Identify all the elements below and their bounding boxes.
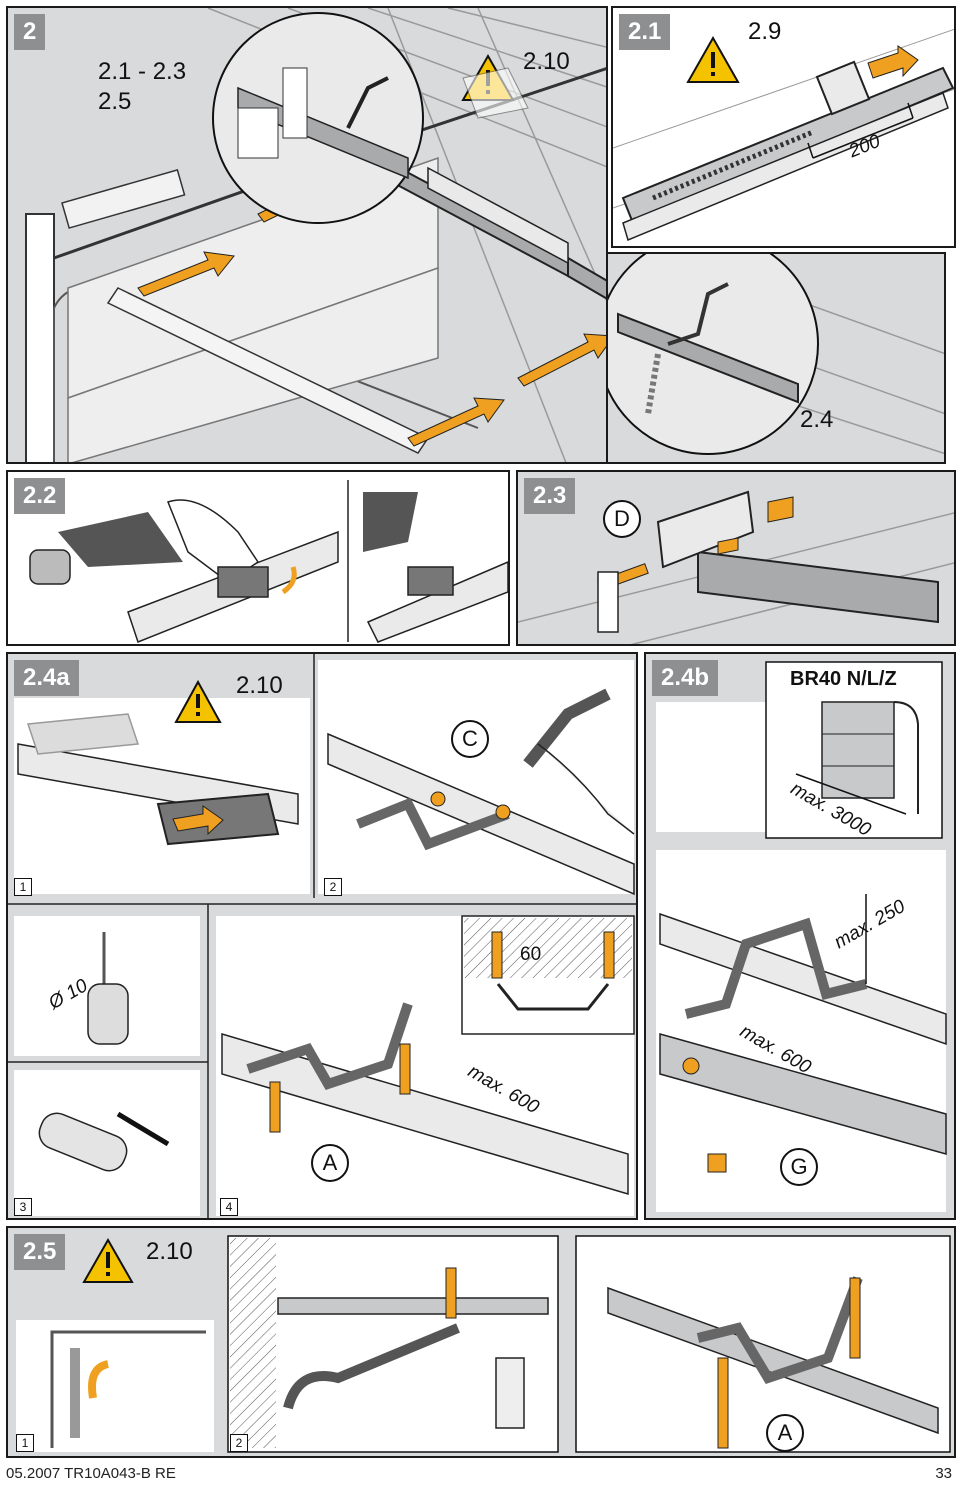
panel-2-1: 2.1 2.9 200 <box>611 6 956 248</box>
detail-24-illustration <box>608 254 944 462</box>
panel-tag: 2.2 <box>14 478 66 514</box>
panel-tag: 2.4a <box>14 660 79 696</box>
warning-ref: 2.10 <box>146 1238 193 1265</box>
step-2: 2 <box>324 878 342 896</box>
callout-a: A <box>311 1144 349 1182</box>
panel-tag: 2.3 <box>524 478 576 514</box>
panel-tag: 2 <box>14 14 46 50</box>
footer-page-number: 33 <box>935 1465 952 1482</box>
panel-2-4a: 2.4a 2.10 C 1 2 3 4 Ø 10 60 max. 600 A <box>6 652 638 1220</box>
detail-ref: 2.4 <box>800 406 834 433</box>
panel-2-illustration <box>8 8 606 462</box>
panel-2-4a-illustration <box>8 654 636 1218</box>
ref-a: 2.1 - 2.3 <box>98 58 187 85</box>
panel-2-3: 2.3 D <box>516 470 956 646</box>
step-1: 1 <box>16 1434 34 1452</box>
step-1: 1 <box>14 878 32 896</box>
warning-ref: 2.9 <box>748 18 782 45</box>
step-2: 2 <box>230 1434 248 1452</box>
step-3: 3 <box>14 1198 32 1216</box>
warning-ref: 2.10 <box>523 48 570 75</box>
panel-2-4b-illustration <box>646 654 954 1218</box>
panel-2-detail: 2.4 <box>608 252 946 464</box>
callout-d: D <box>603 500 641 538</box>
panel-2-2: 2.2 <box>6 470 510 646</box>
panel-2-2-illustration <box>8 472 508 644</box>
step-4: 4 <box>220 1198 238 1216</box>
panel-2-5-illustration <box>8 1228 954 1456</box>
callout-a: A <box>766 1414 804 1452</box>
panel-2-4b: 2.4b BR40 N/L/Z max. 3000 max. 250 max. … <box>644 652 956 1220</box>
model-name: BR40 N/L/Z <box>790 668 897 690</box>
footer-doc-id: 05.2007 TR10A043-B RE <box>6 1465 176 1482</box>
warning-ref: 2.10 <box>236 672 283 699</box>
panel-tag: 2.4b <box>652 660 719 696</box>
callout-c: C <box>451 720 489 758</box>
ref-b: 2.5 <box>98 88 132 115</box>
panel-2-3-illustration <box>518 472 954 644</box>
panel-tag: 2.1 <box>619 14 671 50</box>
panel-tag: 2.5 <box>14 1234 66 1270</box>
callout-g: G <box>780 1148 818 1186</box>
panel-2-5: 2.5 2.10 1 2 A <box>6 1226 956 1458</box>
anchor-spacing: 60 <box>520 944 542 965</box>
panel-2: 2 2.1 - 2.3 2.5 2.10 <box>6 6 608 464</box>
